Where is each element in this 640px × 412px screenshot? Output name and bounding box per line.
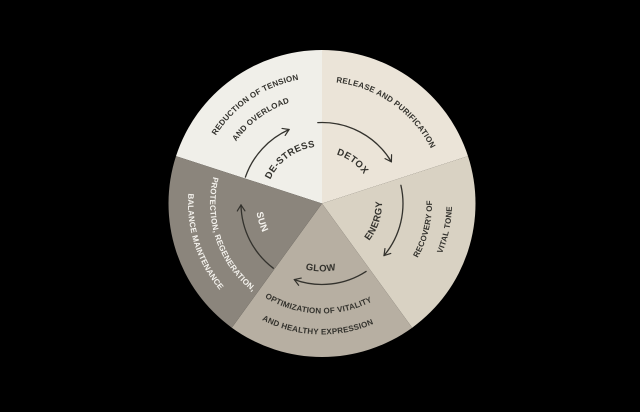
wheel-segments (168, 49, 476, 357)
svg-text:GLOW: GLOW (305, 262, 337, 275)
segment-energy (322, 156, 476, 328)
arrow-sun-to-destress (236, 204, 274, 269)
segment-detox (322, 50, 468, 204)
label-glow: GLOW (305, 262, 337, 275)
segment-glow (231, 203, 413, 357)
arrow-destress-to-detox (244, 127, 290, 178)
arrow-detox-to-energy (317, 121, 393, 163)
arrow-glow-to-sun (293, 270, 367, 286)
cycle-arrows (236, 121, 404, 286)
arrow-energy-to-glow (383, 184, 404, 257)
segment-sun (168, 156, 322, 328)
segment-de-stress (176, 49, 322, 204)
